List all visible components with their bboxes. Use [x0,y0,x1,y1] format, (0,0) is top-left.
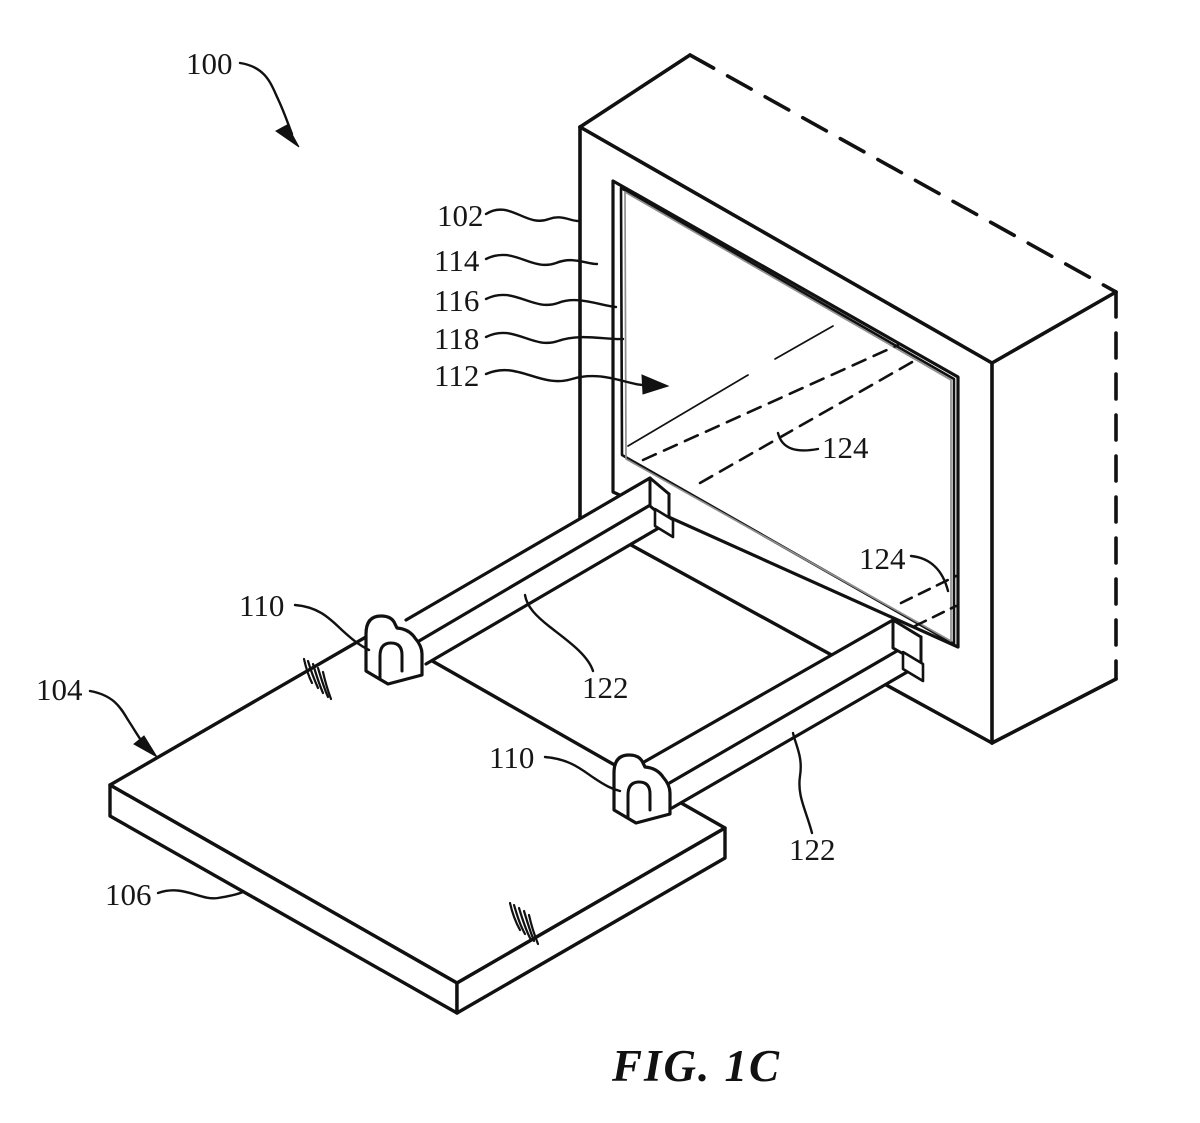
figure-caption: FIG. 1C [612,1041,782,1091]
ref-label-118: 118 [434,321,480,356]
housing-hidden-top-edge [688,53,1118,294]
foot-right-inner-arch [626,780,652,820]
leader-102 [484,208,582,223]
glass-layer-edge [619,186,956,646]
plate-hatch-marks [302,657,540,946]
leader-106 [156,889,245,900]
leader-122-bottom [791,731,814,835]
ref-label-122-left: 122 [582,670,629,705]
ref-label-104: 104 [36,672,83,707]
leader-100 [238,61,294,136]
leader-124-upper [776,431,820,452]
leader-110-lower [543,755,622,793]
rod-right-end-hook [901,650,925,683]
screen-glare-line [627,374,749,447]
screen-glare-line [774,325,834,360]
leader-118 [484,331,625,344]
rod-left-bottom-edge [424,520,671,666]
hidden-rail-upper-2 [698,359,916,485]
rod-right-bottom-edge [670,662,923,810]
ref-label-114: 114 [434,243,480,278]
housing-bottom-right-edge [990,677,1118,745]
ref-label-110-upper: 110 [239,588,285,623]
rod-right-ridge-edge [664,635,923,787]
ref-label-106: 106 [105,877,152,912]
rod-right-top-back-edge [642,618,895,764]
ref-label-100: 100 [186,46,233,81]
leader-122-left [523,593,595,673]
hidden-rail-lower-2 [913,604,958,628]
housing-back-right-top-edge [990,290,1118,365]
housing-right-face [992,292,1116,743]
leader-lines [88,61,950,900]
ref-label-116: 116 [434,283,480,318]
support-rod-right [642,618,925,810]
rod-left-ridge-edge [417,492,671,643]
leader-100-arrowhead [275,124,300,148]
leader-124-lower [909,554,950,593]
leader-112-arrowhead [641,374,670,395]
leader-110-upper [293,603,371,652]
ref-label-124-upper: 124 [822,430,869,465]
ref-label-112: 112 [434,358,480,393]
foot-right [612,753,672,825]
ref-label-110-lower: 110 [489,740,535,775]
housing-front-top-edge [578,125,994,365]
glass-layer-edge-gray [624,191,952,642]
foot-left-inner-arch [378,641,404,681]
ref-label-102: 102 [437,198,484,233]
rod-right-body [644,620,921,808]
foot-left [364,614,424,686]
base-plate [108,628,727,1015]
hidden-rail-upper-1 [641,343,900,462]
leader-112 [484,368,653,387]
hidden-rail-lower-1 [899,574,958,605]
rod-left-end-hook [653,507,675,539]
housing-top-face [580,55,1116,363]
support-rod-left [402,476,675,666]
housing-front-bottom-edge [578,515,994,745]
display-bezel-stack [611,179,960,649]
bezel-outer-edge [611,179,960,649]
ref-label-122-bottom: 122 [789,832,836,867]
ref-label-124-lower: 124 [859,541,906,576]
rod-left-top-back-edge [404,476,652,622]
housing-top-left-edge [578,53,692,129]
leader-116 [484,293,618,309]
leader-104 [88,689,148,749]
leader-114 [484,253,599,266]
leader-104-arrowhead [133,735,158,758]
plate-right-side-face [455,826,727,1015]
